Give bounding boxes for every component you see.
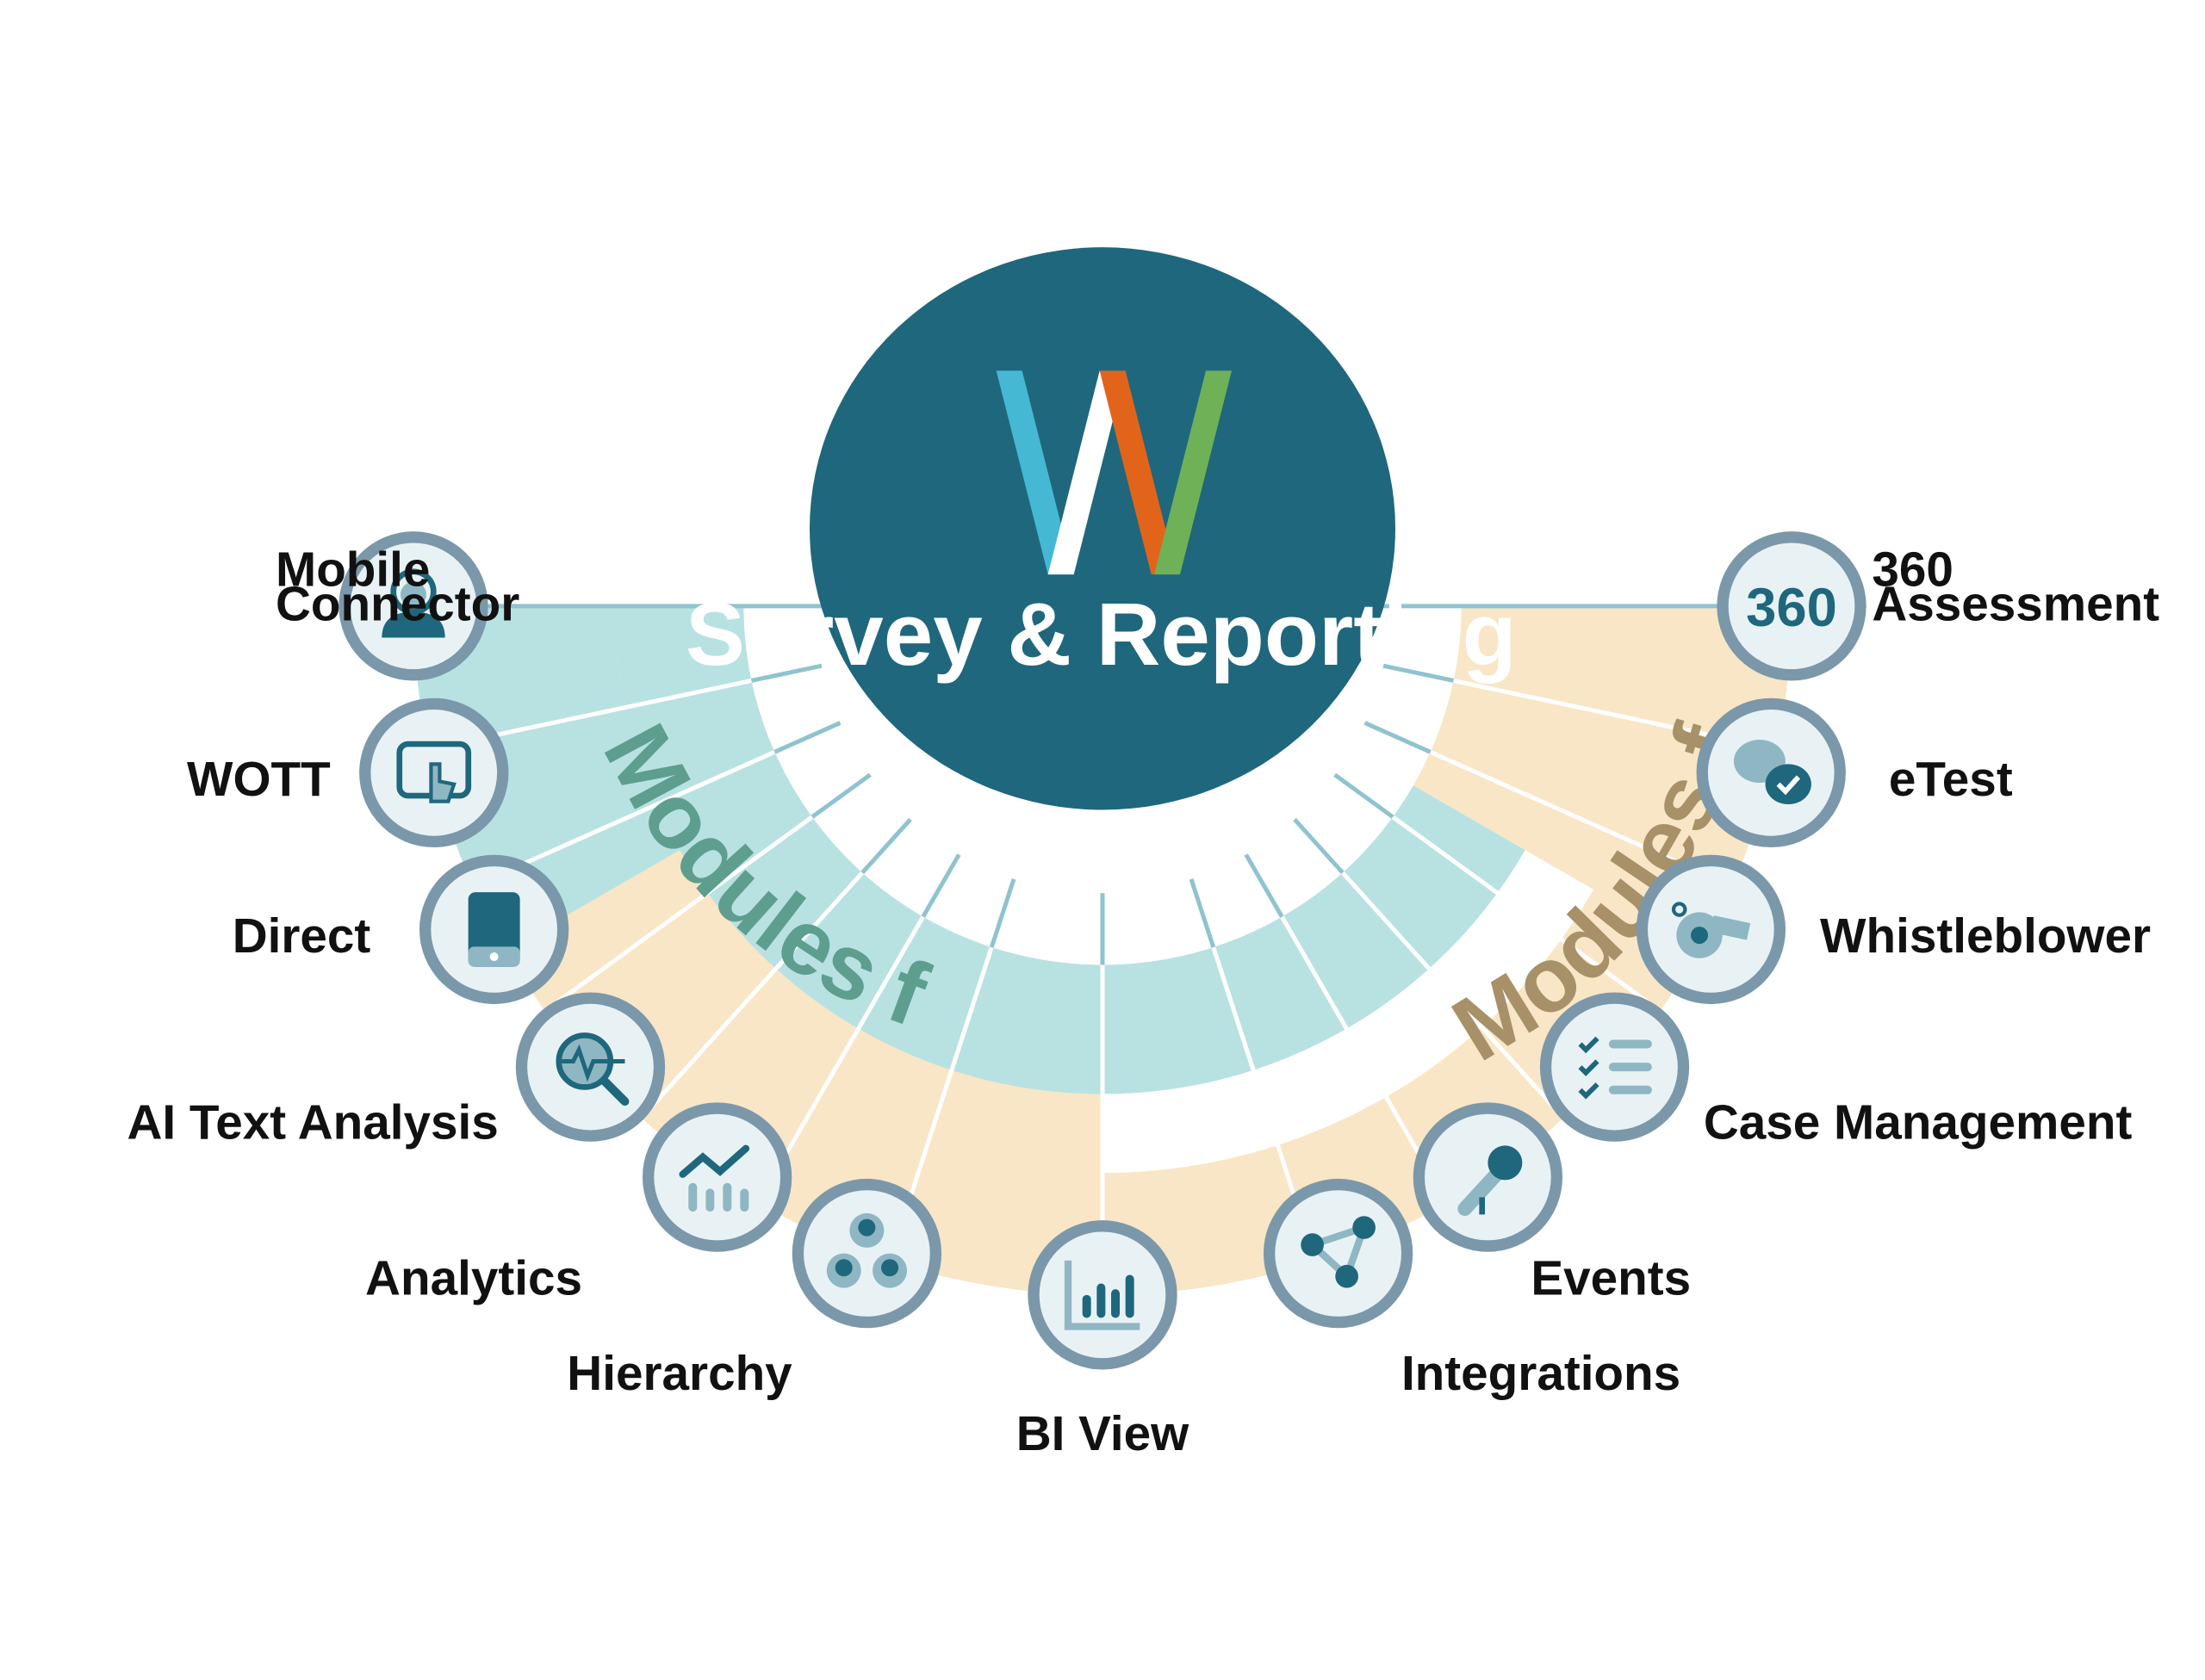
trend-chart-icon: [679, 1144, 750, 1212]
module-label-line: eTest: [1889, 753, 2013, 807]
module-label: Case Management: [1704, 1095, 2133, 1150]
checklist-icon: [1578, 1036, 1652, 1100]
spoke-line-inner: [1382, 663, 1455, 683]
chat-question-icon: [1733, 740, 1811, 805]
headset-user-icon: [382, 568, 445, 638]
module-label-line: Mobile: [276, 543, 430, 598]
bar-chart-icon: [1064, 1260, 1140, 1330]
module-node-events[interactable]: [1413, 1102, 1563, 1252]
spoke-line-inner: [811, 772, 872, 819]
tablet-icon: [468, 892, 520, 967]
module-label: BI View: [1016, 1407, 1189, 1461]
spoke-line-inner: [860, 817, 912, 875]
touch-screen-icon: [396, 741, 472, 803]
spoke-line-inner: [1293, 817, 1345, 875]
module-label-line: Assessment: [1872, 578, 2159, 632]
spoke-line-inner: [1189, 878, 1216, 948]
module-label-line: Integrations: [1401, 1347, 1680, 1401]
cx-band: [614, 605, 1525, 1094]
module-node-360-assessment[interactable]: 360: [1717, 531, 1866, 681]
node-fill: [1275, 1190, 1401, 1317]
module-label-line: BI View: [1016, 1407, 1189, 1461]
module-label-line: Events: [1531, 1252, 1691, 1306]
spoke-line-inner: [750, 663, 823, 683]
module-node-direct[interactable]: [419, 854, 569, 1005]
module-label: Direct: [233, 909, 371, 964]
module-label-line: Connector: [276, 578, 519, 632]
ex-band-top: [1593, 605, 1792, 951]
spoke-line-inner: [1363, 721, 1432, 754]
spoke-line-inner: [1244, 853, 1284, 918]
module-label-line: Whistleblower: [1820, 909, 2151, 964]
node-fill: [1728, 542, 1855, 670]
module-node-etest[interactable]: [1696, 697, 1846, 848]
module-node-integrations[interactable]: [1263, 1178, 1413, 1329]
module-node-ai-text-analysis[interactable]: [515, 992, 666, 1142]
whistle-icon: [1671, 902, 1751, 958]
module-label: eTest: [1889, 753, 2013, 807]
network-nodes-icon: [1301, 1216, 1376, 1288]
module-label: Whistleblower: [1820, 909, 2151, 964]
module-node-case-management[interactable]: [1539, 992, 1690, 1142]
microphone-icon: [1457, 1145, 1523, 1217]
spoke-line-inner: [773, 721, 842, 754]
ex-band-inner-top: [1413, 605, 1670, 890]
spoke-line-inner: [1333, 772, 1394, 819]
spoke-line-inner: [921, 853, 961, 918]
module-label: Analytics: [365, 1252, 582, 1306]
module-node-mobile-connector[interactable]: [339, 531, 488, 681]
360-icon-text: 360: [1746, 578, 1837, 638]
module-label-line: Analytics: [365, 1252, 582, 1306]
org-hierarchy-icon: [826, 1212, 908, 1288]
module-node-analytics[interactable]: [642, 1102, 792, 1252]
module-label-line: Hierarchy: [567, 1347, 792, 1401]
module-nodes: 360: [339, 531, 1866, 1370]
module-label: AI Text Analysis: [127, 1095, 498, 1150]
center-title: Survey & Reporting: [686, 584, 1517, 684]
center-circle: [810, 247, 1395, 810]
module-label-line: Direct: [233, 909, 371, 964]
center-hub: Survey & Reporting: [686, 247, 1517, 810]
module-label: Hierarchy: [567, 1347, 792, 1401]
module-node-hierarchy[interactable]: [792, 1178, 942, 1329]
module-label-line: 360: [1872, 543, 1953, 598]
module-label-line: Case Management: [1704, 1095, 2133, 1150]
spoke-line-inner: [989, 878, 1016, 948]
module-node-whistleblower[interactable]: [1636, 854, 1786, 1005]
logo-w-icon: [996, 370, 1232, 575]
module-node-wott[interactable]: [359, 697, 509, 848]
module-label: Integrations: [1401, 1347, 1680, 1401]
360-icon: 360: [1746, 578, 1837, 638]
node-fill: [654, 1113, 780, 1241]
module-node-bi-view[interactable]: [1028, 1220, 1177, 1370]
module-label-line: AI Text Analysis: [127, 1095, 498, 1150]
node-fill: [804, 1190, 930, 1317]
module-label-line: WOTT: [187, 753, 331, 807]
module-label: Events: [1531, 1252, 1691, 1306]
magnifier-pulse-icon: [556, 1032, 630, 1107]
module-label: WOTT: [187, 753, 331, 807]
